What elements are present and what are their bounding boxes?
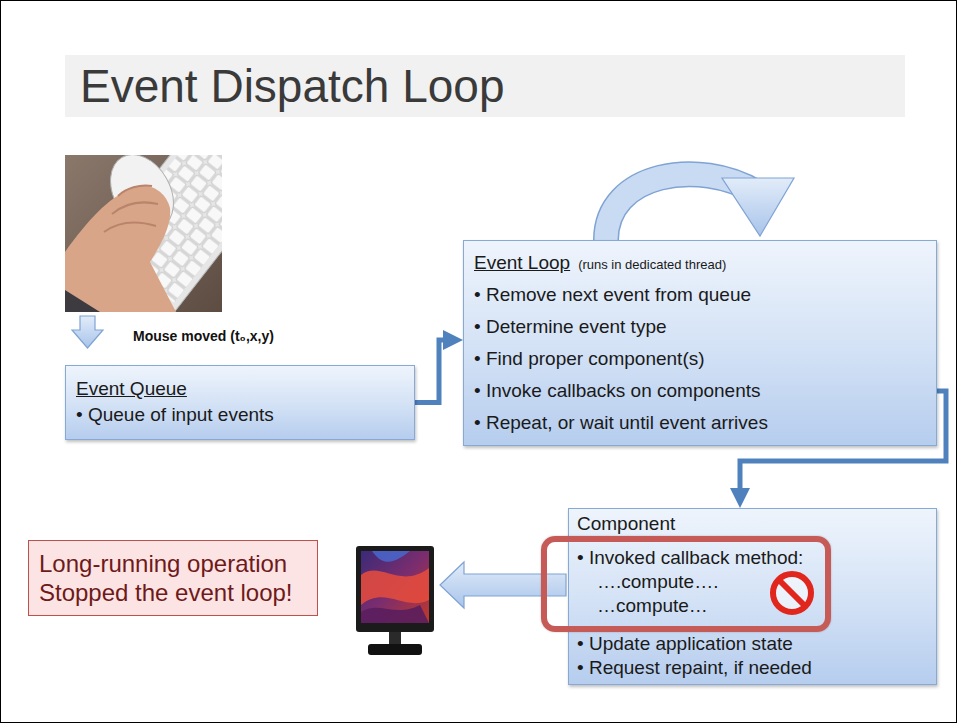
highlight-box: • Invoked callback method:….compute….…co… [541,536,831,632]
bullet-text: • Request repaint, if needed [577,656,812,680]
bullet-text: • Determine event type [474,311,667,343]
block-arrow [72,316,103,348]
bullet-text: • Find proper component(s) [474,343,705,375]
event-label: Mouse moved (t₀,x,y) [133,327,274,345]
loop-arrow [606,174,794,240]
loop-box: Event Loop(runs in dedicated thread)• Re… [463,240,937,446]
box-heading: Event Queue [76,376,187,402]
mouse-photo [65,155,222,312]
bullet-text: • Invoked callback method: [577,546,803,570]
monitor-icon [356,546,434,655]
component-box: Component • Update application state• Req… [568,508,937,685]
warning-box: Long-running operation Stopped the event… [28,540,318,616]
heading-row: Event Loop (runs in dedicated thread) [474,249,726,279]
warning-text: Long-running operation Stopped the event… [39,549,307,607]
block-arrow [440,562,566,608]
bullet-text: • Repeat, or wait until event arrives [474,407,768,439]
bullet-text: • Remove next event from queue [474,279,751,311]
title-band [65,55,905,117]
slide-title: Event Dispatch Loop [80,58,505,114]
code-text: ….compute…. [597,570,718,594]
bullet-text: • Invoke callbacks on components [474,375,761,407]
box-heading: Component [577,512,675,536]
box-heading: Event Loop [474,249,570,277]
bullet-text: • Queue of input events [76,402,274,428]
bullet-text: • Update application state [577,632,793,656]
prohibition-sign [769,570,815,616]
code-text: …compute… [597,594,708,618]
flow-connector [415,340,453,403]
heading-note: (runs in dedicated thread) [578,251,726,279]
queue-box: Event Queue• Queue of input events [65,365,415,440]
